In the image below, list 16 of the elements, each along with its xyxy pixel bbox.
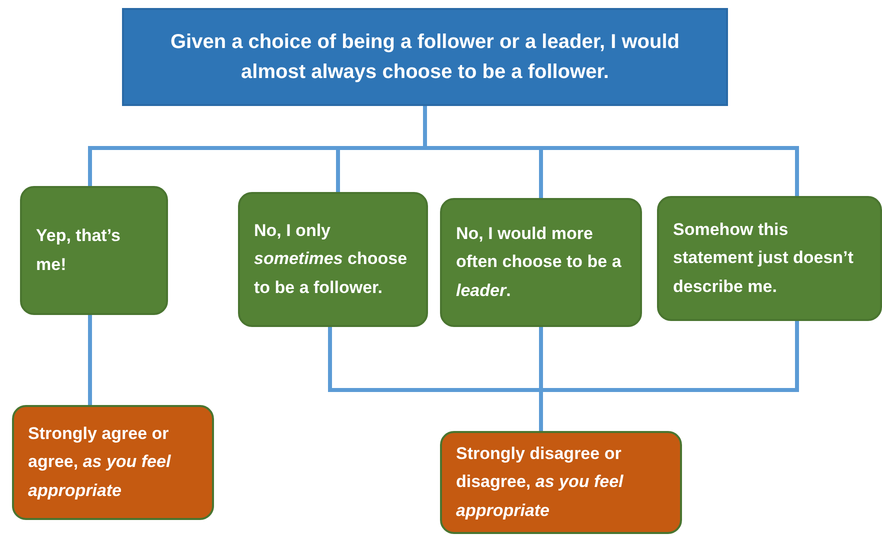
answer-text: No, I would more often choose to be a leader.	[456, 223, 622, 302]
connector-line	[88, 315, 92, 405]
result-box	[12, 405, 214, 520]
answer-text: Somehow this statement just doesn’t describe me.	[673, 219, 854, 298]
question-box	[122, 8, 728, 106]
connector-line	[539, 321, 799, 431]
answer-box	[20, 186, 168, 315]
question-text: Given a choice of being a follower or a leader, I would almost always choose to be a follower.	[169, 30, 680, 85]
result-text: Strongly disagree or disagree, as you feel appropriate	[456, 443, 624, 522]
answer-box	[238, 192, 428, 327]
answer-text: Yep, that’s me!	[36, 225, 122, 276]
result-text: Strongly agree or agree, as you feel appropriate	[28, 423, 172, 502]
answer-text: No, I only sometimes choose to be a follower.	[254, 220, 408, 299]
result-box	[440, 431, 682, 534]
answer-box	[657, 196, 882, 321]
answer-box	[440, 198, 642, 327]
